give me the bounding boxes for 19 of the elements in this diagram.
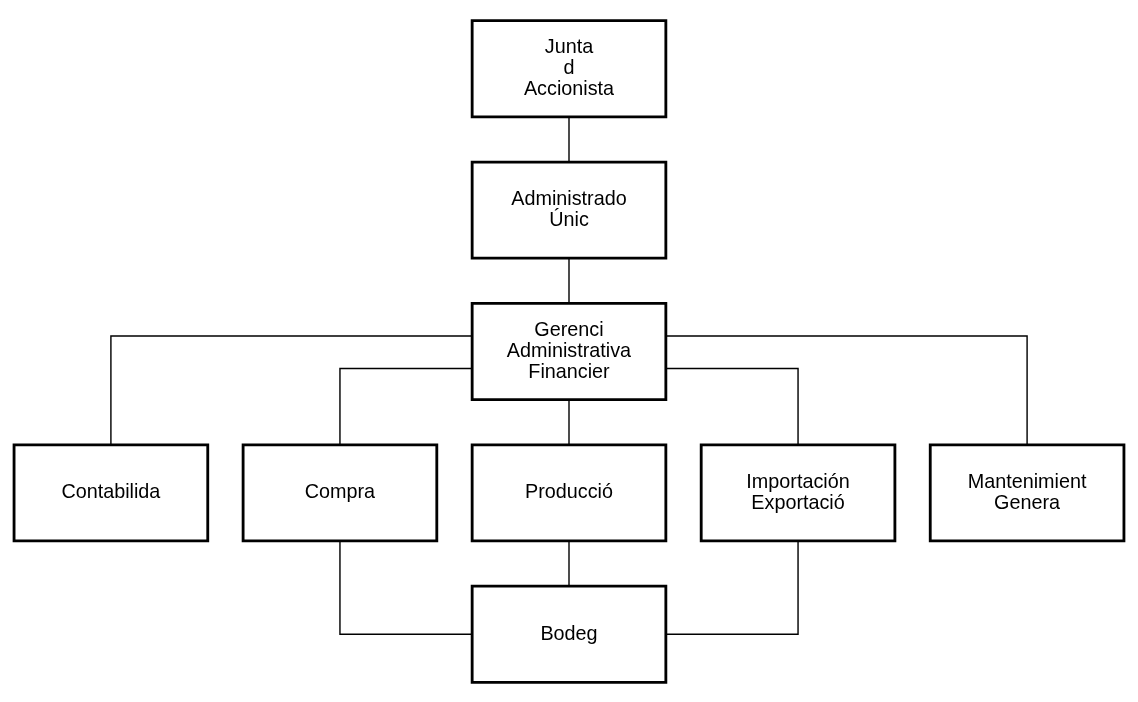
node-box: Gerenci Administrativa Financier (470, 301, 668, 401)
connector (568, 539, 570, 586)
connector (339, 539, 473, 635)
connector (568, 257, 570, 304)
connector (568, 398, 570, 445)
connector (110, 334, 473, 445)
node-box: Contabilida (12, 442, 210, 542)
node-box: Mantenimient Genera (928, 442, 1126, 542)
connector (568, 115, 570, 162)
connector (339, 367, 473, 445)
connector (665, 367, 799, 445)
node-box: Administrado Únic (470, 160, 668, 260)
connector (665, 539, 799, 635)
node-box: Junta d Accionista (470, 18, 668, 118)
node-box: Producció (470, 442, 668, 542)
node-box: Importación Exportació (699, 442, 897, 542)
connector (665, 334, 1028, 445)
node-box: Compra (241, 442, 439, 542)
node-box: Bodeg (470, 584, 668, 684)
